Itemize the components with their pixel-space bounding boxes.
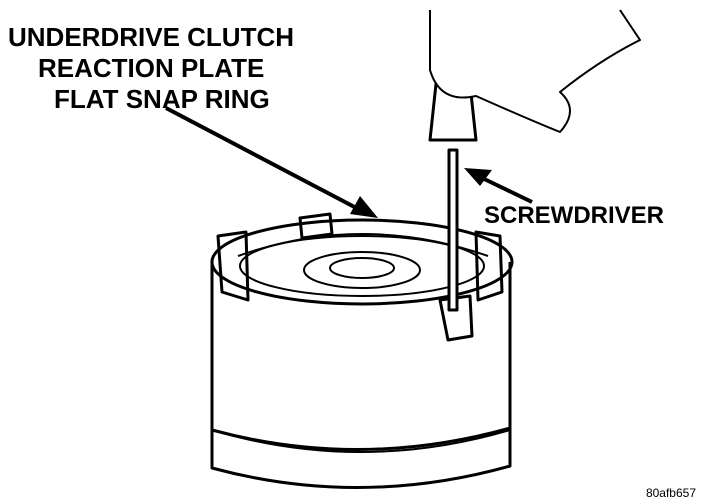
screwdriver-leader-line [477,174,533,204]
hand [429,9,641,133]
center-hub [303,251,421,289]
clutch-drum-top-rim [210,218,514,306]
drum-finger-left [216,230,250,302]
drum-finger-front [438,294,474,342]
snap-ring-arrowhead [350,196,378,218]
drum-finger-back [298,212,334,240]
drum-finger-right [474,230,504,302]
screwdriver-arrowhead [464,168,492,186]
splined-ring [210,410,512,489]
clutch-drum-body [210,262,512,451]
callout-line-2: REACTION PLATE [38,53,265,83]
clutch-drum-inner-rim [239,235,485,297]
callout-line-3: FLAT SNAP RING [54,84,270,114]
screwdriver-shaft [447,148,459,312]
center-hub-inner [329,257,395,279]
snap-ring-callout: UNDERDRIVE CLUTCH REACTION PLATE FLAT SN… [8,24,294,117]
figure-id: 80afb657 [645,486,696,500]
screwdriver-callout: SCREWDRIVER [484,202,665,229]
snap-ring-leader-line [165,106,365,214]
callout-line-1: UNDERDRIVE CLUTCH [8,22,294,52]
